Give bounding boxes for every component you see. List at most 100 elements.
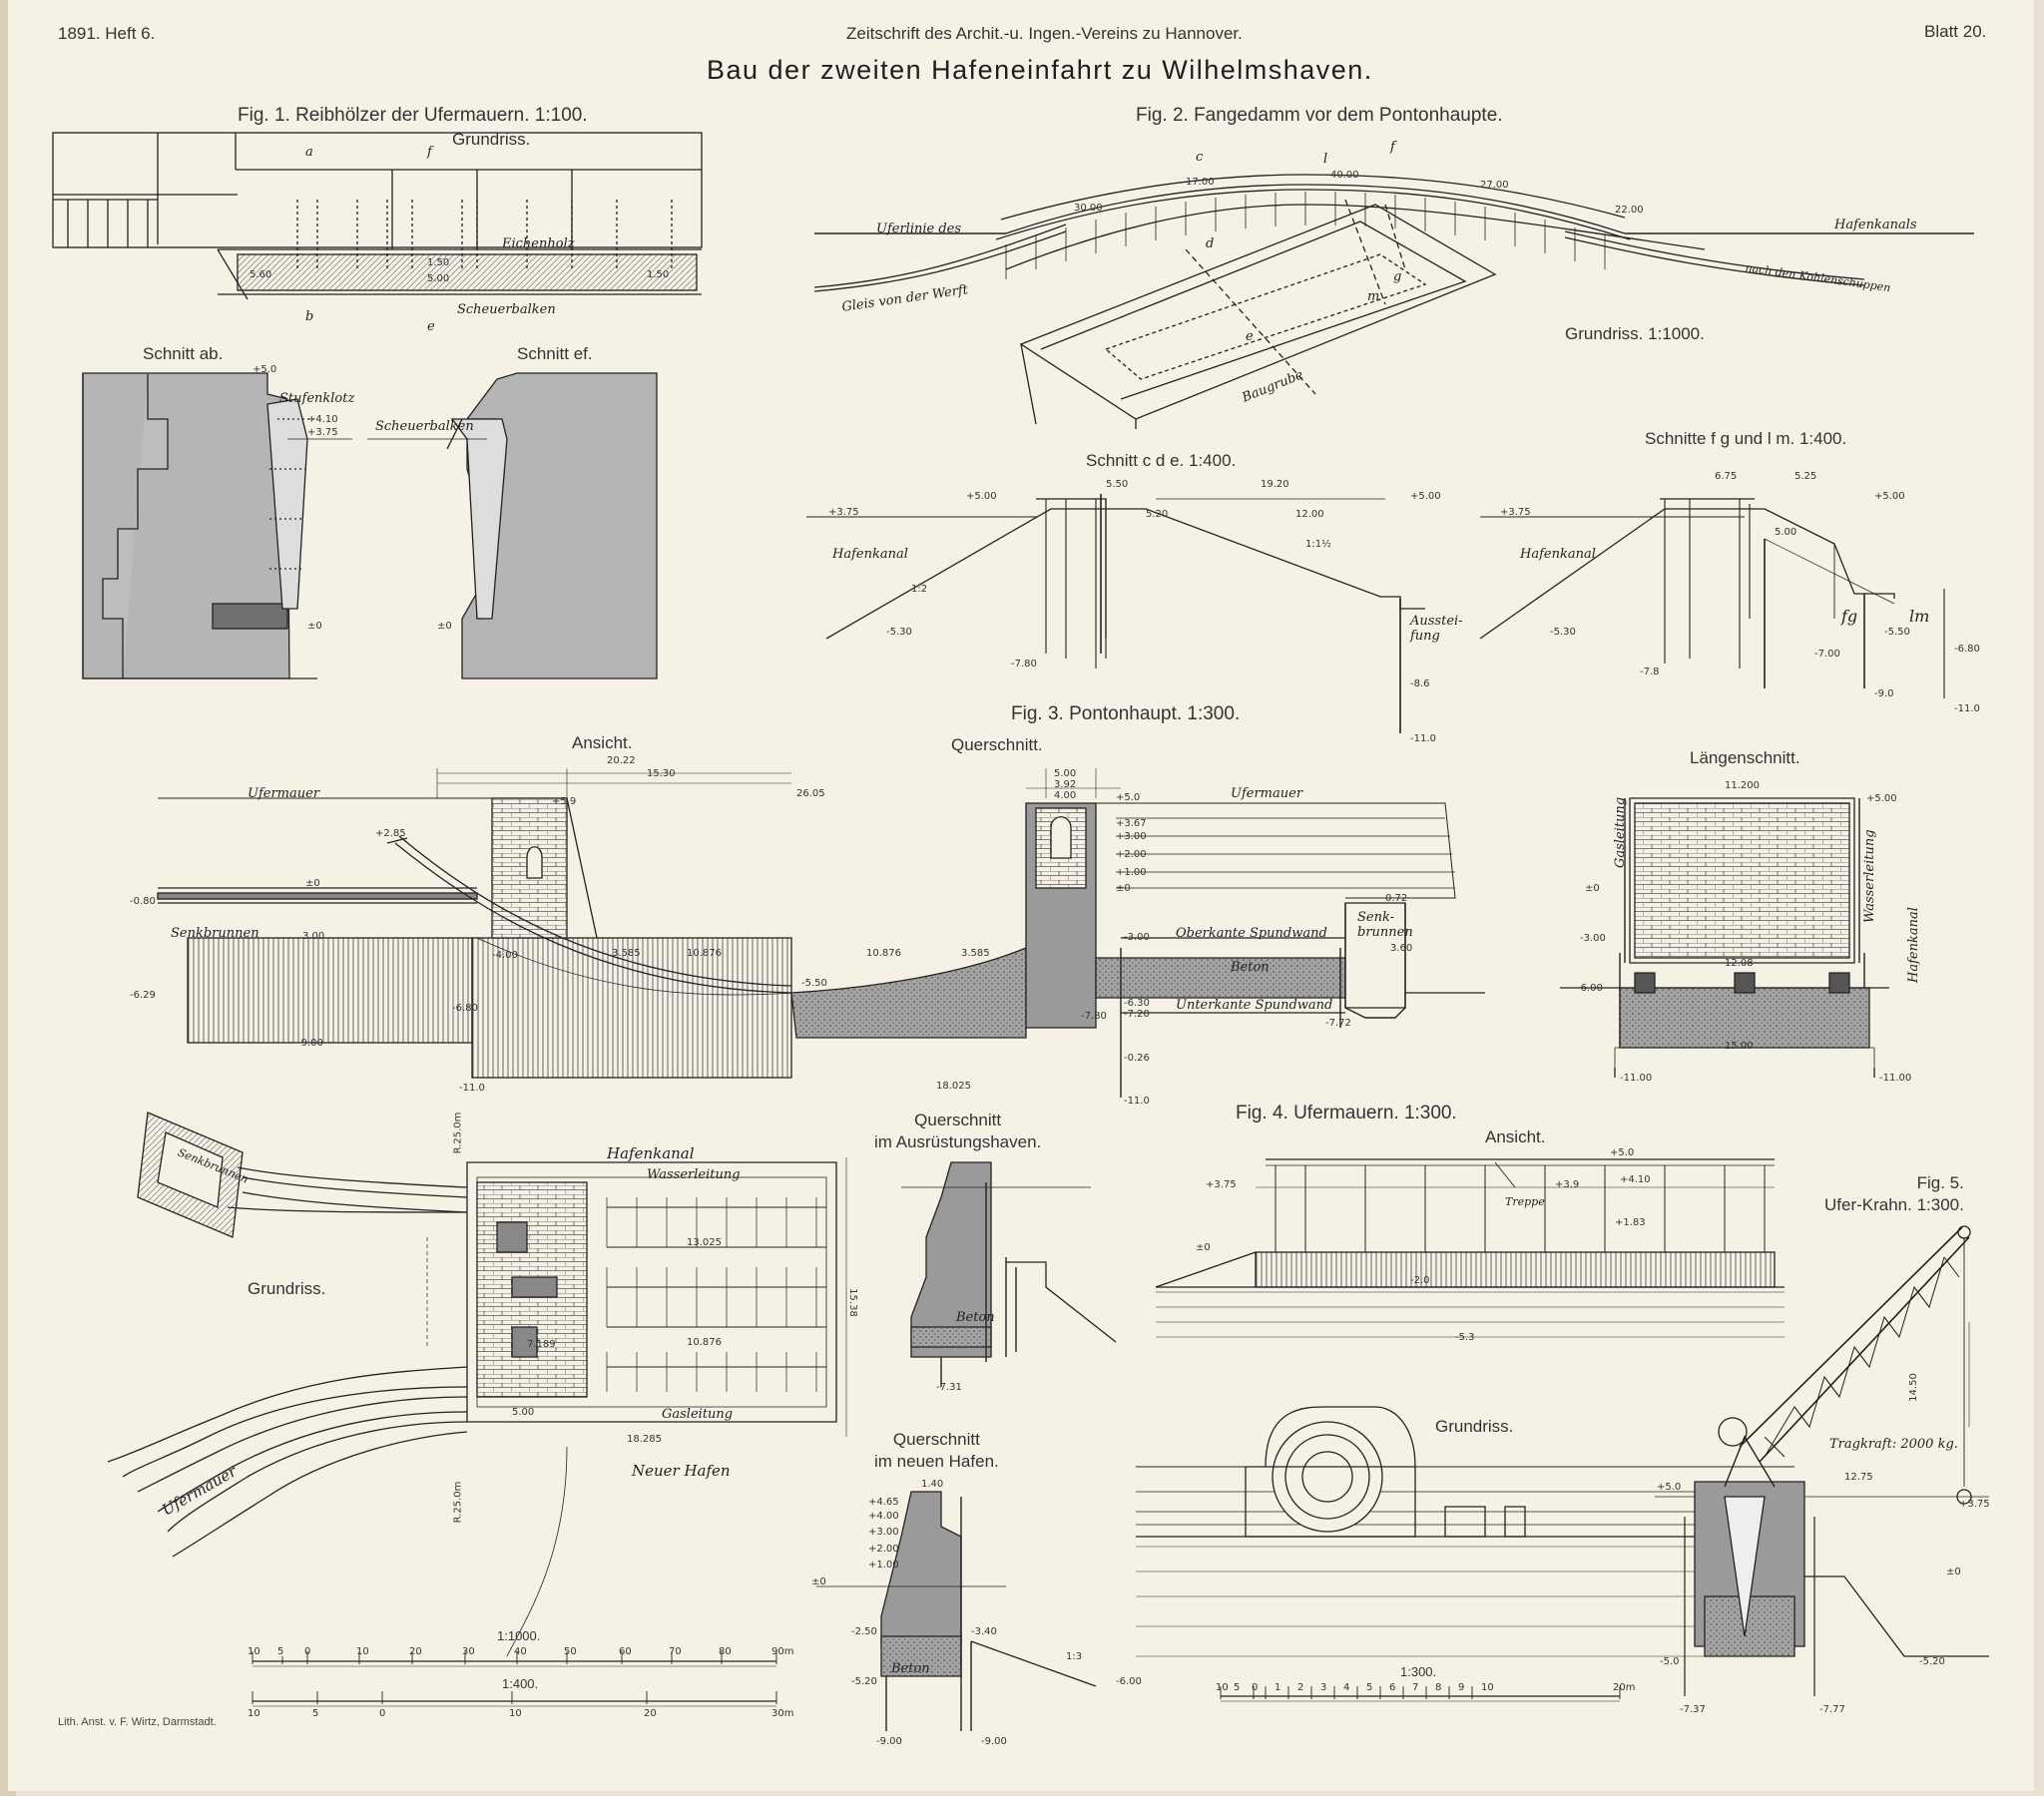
dim: -5.20 xyxy=(1919,1656,1945,1667)
dim: ±0 xyxy=(305,878,320,889)
dim: 5.60 xyxy=(250,269,272,280)
dim: -11.00 xyxy=(1620,1073,1653,1084)
linework xyxy=(52,132,1989,1731)
dim: -9.00 xyxy=(297,1038,323,1049)
dim: 3.00 xyxy=(302,931,325,942)
label-unterkante: Unterkante Spundwand xyxy=(1176,998,1333,1013)
fig2-title: Fig. 2. Fangedamm vor dem Pontonhaupte. xyxy=(1136,105,1503,126)
letter-e: e xyxy=(427,319,435,334)
dim: -11.0 xyxy=(1410,733,1436,744)
dim: +4.10 xyxy=(1620,1174,1651,1185)
fig3-querschnitt xyxy=(790,768,1485,1098)
tick: 7 xyxy=(1412,1682,1419,1693)
dim: 12.75 xyxy=(1844,1472,1873,1483)
letter: g xyxy=(1393,269,1402,284)
letter: e xyxy=(1246,329,1254,344)
dim: 5.50 xyxy=(1106,479,1129,490)
dim: 3.92 xyxy=(1054,779,1077,790)
dim: -7.31 xyxy=(936,1382,962,1393)
dim: 15.30 xyxy=(647,768,676,779)
letter-b: b xyxy=(305,309,314,324)
tick: 10 xyxy=(356,1646,369,1657)
dim: ±0 xyxy=(811,1576,826,1587)
tick: 5 xyxy=(1366,1682,1373,1693)
tick: 10 xyxy=(248,1708,260,1719)
dim: -7.72 xyxy=(1325,1018,1351,1029)
scale-1000-label: 1:1000. xyxy=(497,1628,541,1643)
dim: -5.0 xyxy=(1660,1656,1680,1667)
tick: 10 xyxy=(1481,1682,1494,1693)
dim: +5.00 xyxy=(966,491,997,502)
dim: 0.72 xyxy=(1385,893,1408,904)
label-eichenholz: Eichenholz xyxy=(502,236,575,251)
dim: 15.38 xyxy=(846,1288,858,1317)
dim: 18.285 xyxy=(627,1434,662,1445)
dim: -7.8 xyxy=(1640,667,1660,677)
tick: 30m xyxy=(771,1708,794,1719)
tick: 2 xyxy=(1297,1682,1304,1693)
dim: 6.75 xyxy=(1715,471,1738,482)
dim: +3.75 xyxy=(1206,1179,1237,1190)
dim: +5.00 xyxy=(1866,793,1897,804)
dim: -11.0 xyxy=(1124,1096,1150,1107)
dim: -2.50 xyxy=(851,1626,877,1637)
dim: ±0 xyxy=(1196,1242,1211,1253)
dim: -2.0 xyxy=(1410,1275,1430,1286)
dim: 5.00 xyxy=(427,273,450,284)
label-lm: lm xyxy=(1909,607,1930,626)
fig3-ansicht xyxy=(157,768,797,1079)
dim: 12.08 xyxy=(1725,958,1754,969)
dim: -11.00 xyxy=(1879,1073,1912,1084)
dim: -9.0 xyxy=(1874,688,1894,699)
dim: -6.80 xyxy=(452,1003,478,1014)
dim: 1:2 xyxy=(911,584,928,595)
fig4-q2-title: Querschnitt im neuen Hafen. xyxy=(874,1430,999,1471)
dim: +3.75 xyxy=(307,427,338,438)
letter: m xyxy=(1367,289,1380,304)
dim: -9.00 xyxy=(876,1736,902,1747)
fig3-grundriss: Grundriss. xyxy=(248,1279,326,1298)
dim: ±0 xyxy=(1946,1567,1961,1577)
tick: 20 xyxy=(644,1708,657,1719)
dim: 1.40 xyxy=(921,1479,944,1490)
dim: +5.9 xyxy=(552,796,577,807)
label-hafenkanals: Hafenkanals xyxy=(1834,218,1917,232)
dim: 3.585 xyxy=(961,948,990,959)
label-senkbrunnen: Senkbrunnen xyxy=(171,926,259,941)
label-beton-q2: Beton xyxy=(891,1661,930,1676)
label-fg: fg xyxy=(1841,607,1858,626)
dim: -3.00 xyxy=(1124,932,1150,943)
dim: +4.00 xyxy=(868,1511,899,1522)
fig4-q2 xyxy=(816,1491,1097,1731)
dim: +5.00 xyxy=(1410,491,1441,502)
fig4-grundriss xyxy=(1136,1406,1794,1657)
dim: ±0 xyxy=(437,621,452,632)
dim: -6.00 xyxy=(1116,1676,1142,1687)
dim: -0.80 xyxy=(130,896,156,907)
dim: 1.50 xyxy=(647,269,670,280)
tick: 0 xyxy=(304,1646,311,1657)
dim: -5.30 xyxy=(886,627,912,638)
fig2-section-fg xyxy=(1479,498,1945,698)
dim: 30.00 xyxy=(1074,203,1103,214)
dim: -11.0 xyxy=(1954,703,1980,714)
dim: -7.37 xyxy=(1680,1704,1706,1715)
drawing-sheet: 1891. Heft 6. Zeitschrift des Archit.-u.… xyxy=(8,0,2034,1791)
letter-f: f xyxy=(427,145,432,160)
letter-a: a xyxy=(305,145,313,160)
header-center: Zeitschrift des Archit.-u. Ingen.-Verein… xyxy=(846,24,1243,43)
label-scheuerbalken: Scheuerbalken xyxy=(375,419,474,434)
dim: +3.75 xyxy=(828,507,859,518)
dim: 1:1½ xyxy=(1305,539,1331,550)
fig3-querschnitt: Querschnitt. xyxy=(951,735,1043,754)
fig3-grundriss xyxy=(107,1112,847,1657)
dim: 18.025 xyxy=(936,1081,971,1092)
dim: -7.80 xyxy=(1011,659,1037,670)
fig1-section-ef xyxy=(367,372,658,679)
fig4-ansicht xyxy=(1155,1158,1785,1338)
dim: 4.00 xyxy=(1054,790,1077,801)
label-senkbrunnen-2: Senk- brunnen xyxy=(1357,910,1413,940)
tick: 90m xyxy=(771,1646,794,1657)
dim: -8.6 xyxy=(1410,678,1430,689)
dim: -5.20 xyxy=(851,1676,877,1687)
